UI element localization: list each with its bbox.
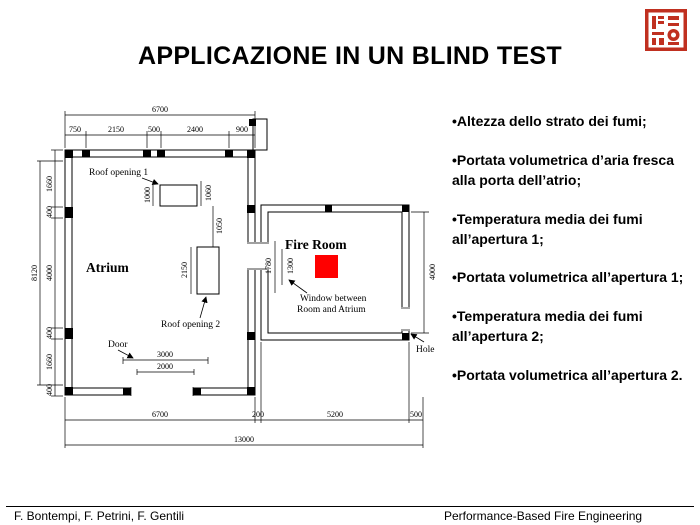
dim-roof-opening-1-b: 1060 [204,185,213,201]
dim-fire-room-right: 4000 [428,264,437,280]
footer-authors: F. Bontempi, F. Petrini, F. Gentili [14,509,185,523]
bullet-item-6: •Portata volumetrica all’apertura 2. [452,367,683,383]
dim-door-a: 3000 [157,350,173,359]
footer: F. Bontempi, F. Petrini, F. Gentili Perf… [0,506,700,523]
bullet-item-2: •Portata volumetrica d’aria fresca alla … [452,151,674,188]
dimension-lines [37,111,429,448]
dim-roof-opening-2: 2150 [180,262,189,278]
dim-left-seg-4: 400 [45,327,54,339]
floor-plan: 6700 750 2150 500 2400 900 8120 1660 400… [30,105,437,448]
dim-bottom-seg-3: 5200 [327,410,343,419]
dim-openings-gap: 1050 [215,218,224,234]
dim-window-a: 1780 [264,258,273,274]
dim-top-total: 6700 [152,105,168,114]
atrium-label: Atrium [86,260,129,275]
hole-label: Hole [416,345,434,355]
dim-bottom-seg-1: 6700 [152,410,168,419]
dim-window-b: 1300 [286,258,295,274]
dim-bottom-seg-2: 200 [252,410,264,419]
dim-left-seg-3: 4000 [45,265,54,281]
fire-room-inner-wall [267,211,403,334]
piers [65,119,409,395]
fire-room-label: Fire Room [285,237,347,252]
walls [64,118,410,396]
dim-left-total: 8120 [30,265,39,281]
dim-left-seg-6: 400 [45,384,54,396]
dim-bottom-seg-4: 500 [410,410,422,419]
window-label-line1: Window between [300,294,367,304]
roof-opening-2-label: Roof opening 2 [161,319,220,330]
dim-left-seg-2: 400 [45,206,54,218]
roof-duct [252,118,268,151]
dim-left-seg-5: 1660 [45,354,54,370]
red-seal-stamp-icon [645,9,687,51]
bullet-list: •Altezza dello strato dei fumi; •Portata… [452,112,695,405]
bullet-item-4: •Portata volumetrica all’apertura 1; [452,269,684,286]
plan-labels: Atrium Fire Room Roof opening 1 Roof ope… [86,167,434,355]
dim-top-seg-3: 500 [148,125,160,134]
dim-bottom-total: 13000 [234,435,254,444]
dim-top-seg-4: 2400 [187,125,203,134]
dim-top-seg-2: 2150 [108,125,124,134]
callout-arrows [117,177,425,359]
door-label: Door [108,340,128,350]
slide-title: APPLICAZIONE IN UN BLIND TEST [138,42,562,70]
bullet-item-5: •Temperatura media dei fumi all’apertura… [452,308,643,345]
roof-opening-1-label: Roof opening 1 [89,167,148,178]
dim-door-b: 2000 [157,362,173,371]
roof-opening-1-rect [159,184,198,207]
fire-source-square [315,255,338,278]
bullet-item-1: •Altezza dello strato dei fumi; [452,113,647,129]
dim-top-seg-5: 900 [236,125,248,134]
window-label-line2: Room and Atrium [297,305,366,315]
dim-roof-opening-1-a: 1000 [143,187,152,203]
bullet-item-3: •Temperatura media dei fumi all’apertura… [452,210,643,247]
dim-top-seg-1: 750 [69,125,81,134]
footer-rule [6,506,694,507]
dim-left-seg-1: 1660 [45,176,54,192]
footer-right-text: Performance-Based Fire Engineering [444,509,643,523]
seal-pattern [645,9,687,51]
wall-openings [130,242,411,396]
dimension-labels: 6700 750 2150 500 2400 900 8120 1660 400… [30,105,437,444]
roof-opening-2-rect [196,246,220,295]
